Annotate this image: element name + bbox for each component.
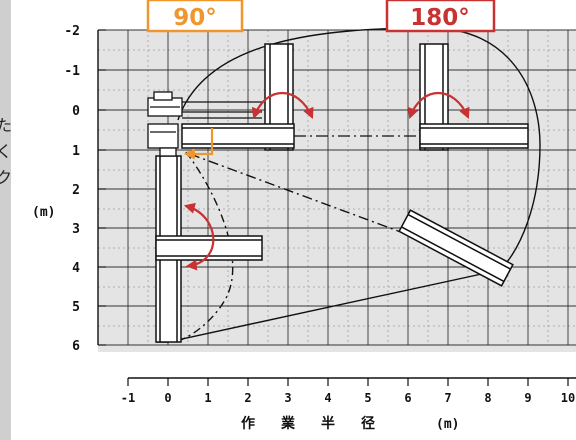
side-glyph: た [0, 116, 12, 135]
x-axis-title-char: 径 [361, 415, 375, 432]
x-tick-label: 3 [284, 391, 291, 405]
boom-90-horizontal [181, 123, 295, 149]
y-tick-label: -2 [64, 24, 80, 39]
x-axis-title-char: 半 [321, 415, 335, 432]
badge-180: 180° [385, 0, 496, 33]
x-tick-label: 0 [164, 391, 171, 405]
x-tick-label: 6 [404, 391, 411, 405]
badge-90: 90° [146, 0, 244, 33]
x-tick-label: 5 [364, 391, 371, 405]
rotate-arrow-90 [251, 92, 314, 120]
badge-90-label: 90° [173, 5, 217, 31]
y-tick-label: 6 [72, 339, 80, 354]
y-tick-label: 1 [72, 144, 80, 159]
y-tick-label: 2 [72, 183, 80, 198]
y-tick-label: 3 [72, 222, 80, 237]
arm-horizontal-upper [182, 101, 262, 119]
y-tick-label: 4 [72, 261, 80, 276]
base-cab [147, 91, 183, 157]
x-tick-label: 7 [444, 391, 451, 405]
x-tick-label: 1 [204, 391, 211, 405]
x-tick-label: -1 [121, 391, 135, 405]
boom-lower-horizontal [155, 235, 263, 261]
x-tick-label: 8 [484, 391, 491, 405]
x-axis-title-char: 作 [241, 415, 255, 432]
y-tick-label: 0 [72, 104, 80, 119]
left-frame-bar [0, 0, 11, 440]
rotate-arrow-180 [407, 92, 470, 120]
y-tick-label: 5 [72, 300, 80, 315]
x-tick-label: 9 [524, 391, 531, 405]
fold-arrow [183, 128, 214, 160]
side-glyph: ク [0, 168, 12, 187]
rotate-arrow-lower [183, 202, 215, 271]
x-tick-label: 10 [561, 391, 575, 405]
reach-envelope [156, 27, 541, 343]
x-axis-unit: (m) [436, 417, 459, 432]
side-glyph: く [0, 142, 12, 161]
boom-180-horizontal [419, 123, 529, 149]
x-axis-title-char: 業 [280, 415, 296, 432]
x-axis: -1 0 1 2 3 4 5 6 7 8 9 10 作 業 半 径 (m) [121, 377, 576, 432]
x-tick-label: 4 [324, 391, 331, 405]
y-tick-label: -1 [64, 64, 80, 79]
x-tick-label: 2 [244, 391, 251, 405]
y-axis: -2 -1 0 1 2 3 4 5 6 (m) [32, 24, 106, 354]
badge-180-label: 180° [410, 5, 470, 31]
boom-tilted [398, 209, 514, 287]
y-axis-unit: (m) [32, 205, 55, 220]
